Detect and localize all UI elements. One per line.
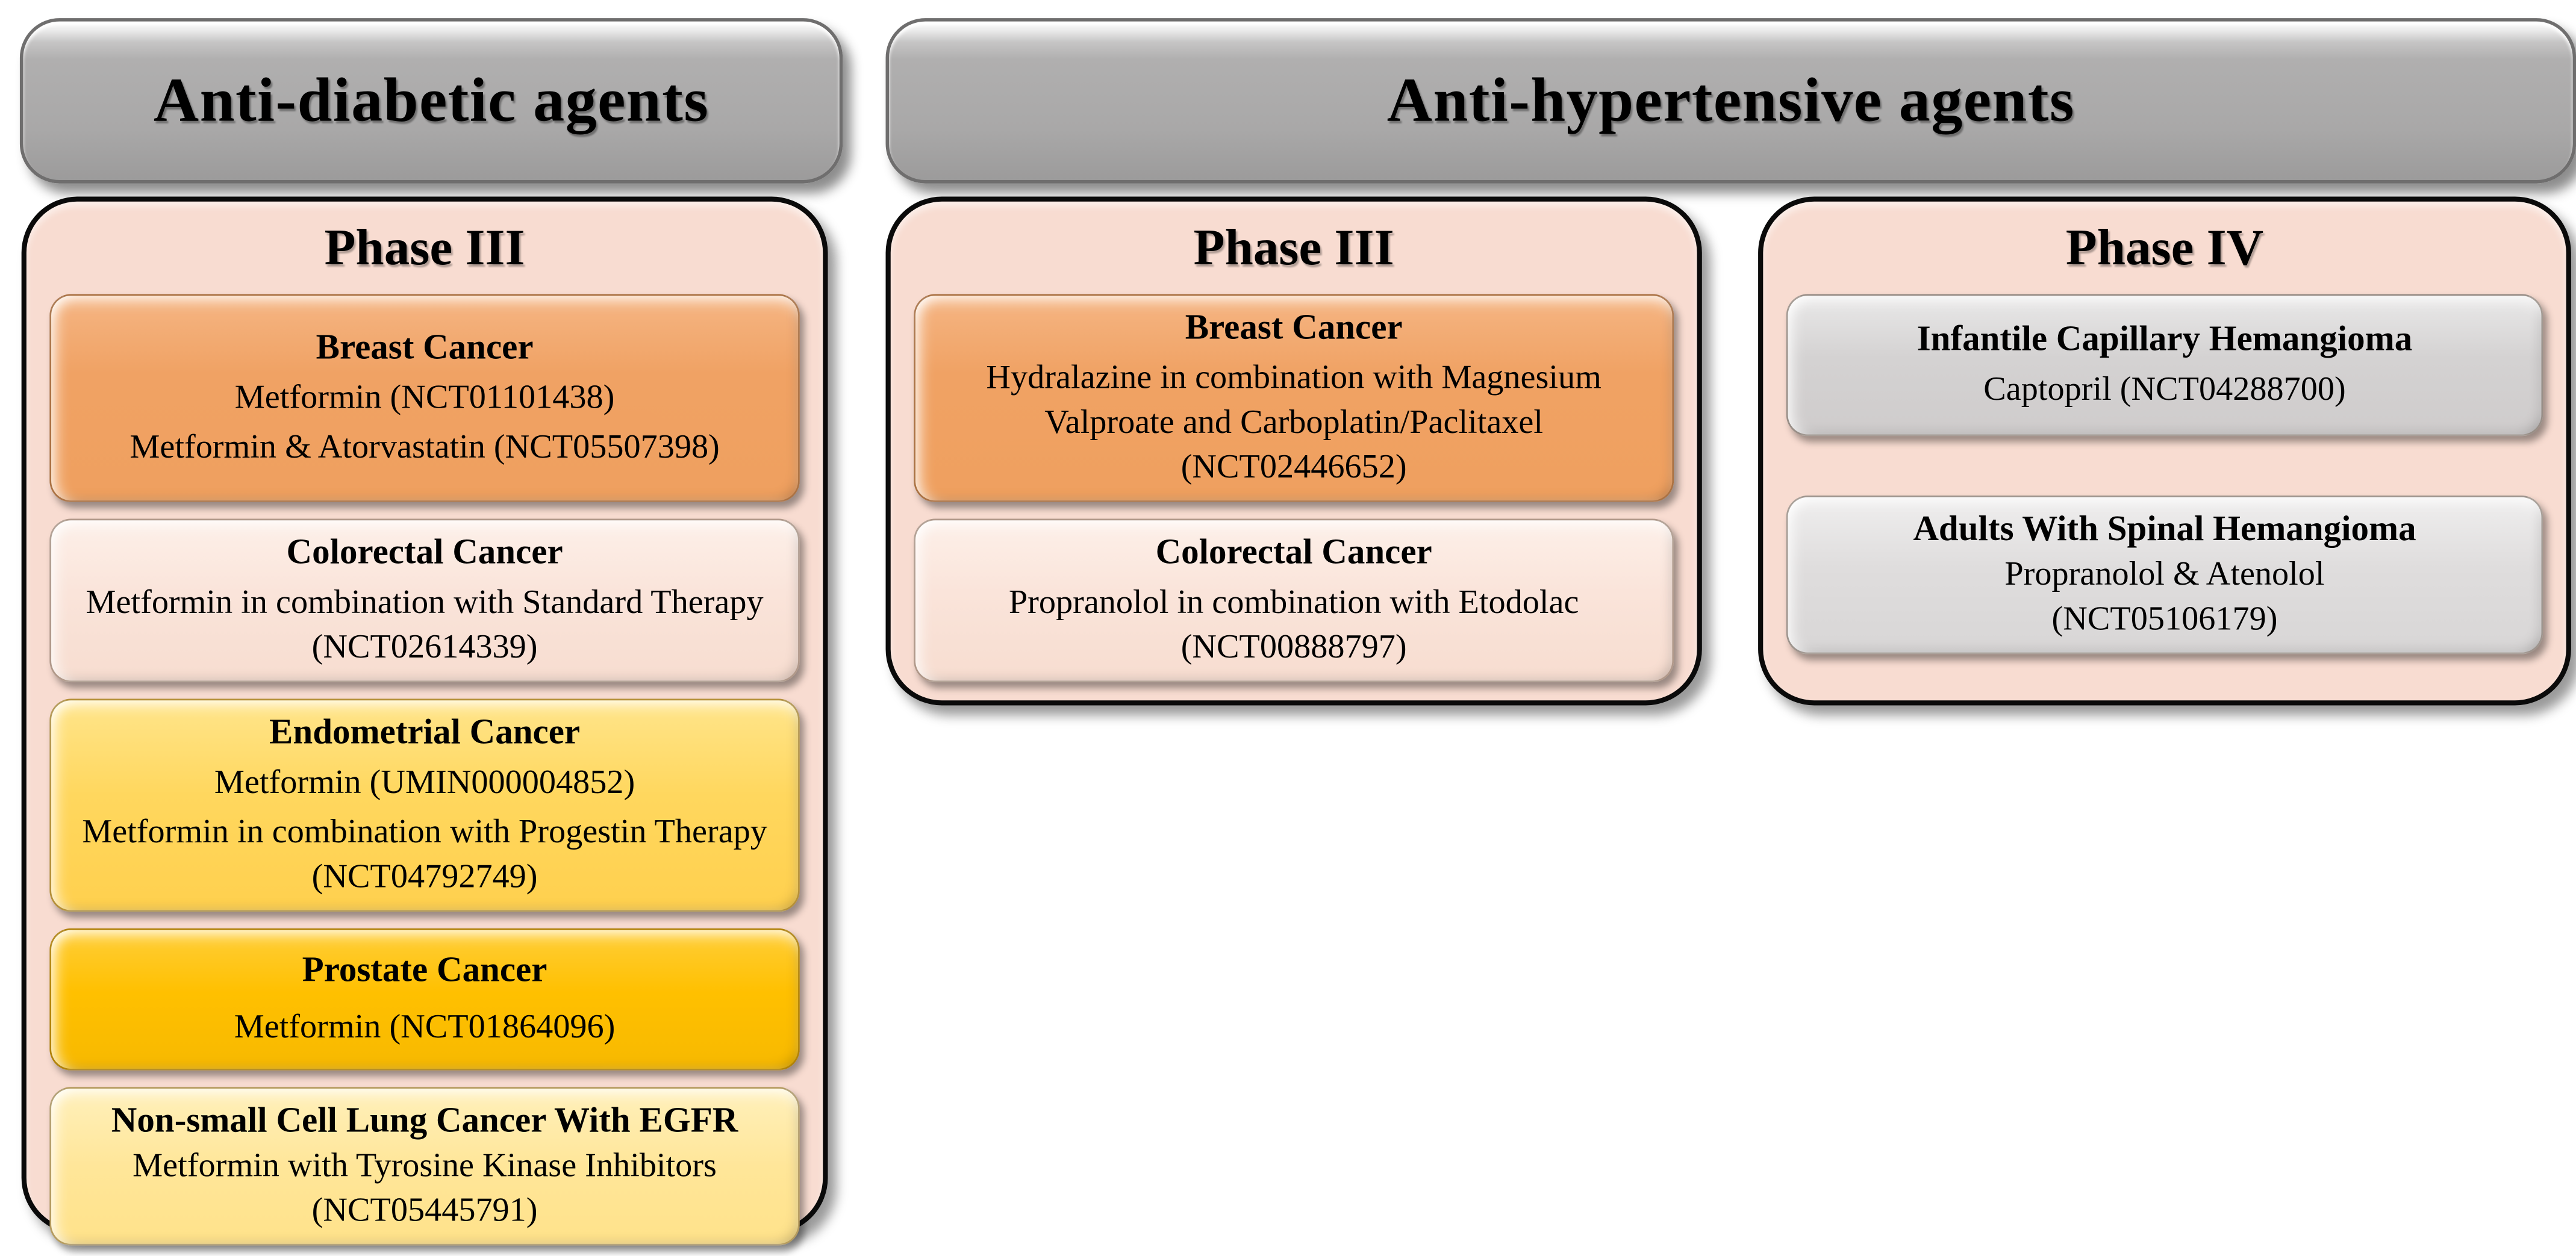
trial-line: (NCT05106179) xyxy=(2051,601,2278,638)
trial-box-breast-cancer: Breast Cancer Metformin (NCT01101438) Me… xyxy=(49,294,800,503)
header-label: Anti-hypertensive agents xyxy=(1386,66,2075,135)
header-anti-hypertensive-agents: Anti-hypertensive agents xyxy=(885,18,2576,184)
trial-box-colorectal-cancer: Colorectal Cancer Metformin in combinati… xyxy=(49,518,800,683)
panel-anti-diabetic-phase-3: Phase III Breast Cancer Metformin (NCT01… xyxy=(21,196,828,1246)
trial-box-title: Non-small Cell Lung Cancer With EGFR xyxy=(111,1100,738,1140)
trial-line: Propranolol in combination with Etodolac… xyxy=(1008,585,1579,666)
trial-box-title: Colorectal Cancer xyxy=(286,532,563,572)
trial-box-title: Adults With Spinal Hemangioma xyxy=(1913,508,2416,549)
trial-box-breast-cancer: Breast Cancer Hydralazine in combination… xyxy=(914,294,1674,503)
panel-anti-hypertensive-phase-4: Phase IV Infantile Capillary Hemangioma … xyxy=(1758,196,2571,706)
trial-box-title: Infantile Capillary Hemangioma xyxy=(1916,319,2413,359)
trial-box-infantile-capillary-hemangioma: Infantile Capillary Hemangioma Captopril… xyxy=(1786,294,2543,437)
trial-box-title: Breast Cancer xyxy=(316,327,534,367)
trial-line: Metformin (NCT01864096) xyxy=(234,1010,616,1046)
trial-line: Metformin with Tyrosine Kinase Inhibitor… xyxy=(133,1148,717,1185)
trial-line: (NCT05445791) xyxy=(311,1193,538,1230)
trial-line: Metformin (UMIN000004852) xyxy=(214,765,635,801)
trial-line: Metformin in combination with Progestin … xyxy=(82,814,767,896)
trial-box-title: Breast Cancer xyxy=(1185,307,1403,347)
trial-line: Metformin & Atorvastatin (NCT05507398) xyxy=(129,429,720,466)
trial-box-prostate-cancer: Prostate Cancer Metformin (NCT01864096) xyxy=(49,928,800,1071)
trial-box-nsclc-egfr: Non-small Cell Lung Cancer With EGFR Met… xyxy=(49,1087,800,1246)
trial-box-title: Prostate Cancer xyxy=(302,949,547,989)
trial-line: Metformin (NCT01101438) xyxy=(234,379,615,417)
trial-line: Captopril (NCT04288700) xyxy=(1983,372,2346,408)
trial-box-endometrial-cancer: Endometrial Cancer Metformin (UMIN000004… xyxy=(49,698,800,912)
trial-box-adults-spinal-hemangioma: Adults With Spinal Hemangioma Propranolo… xyxy=(1786,496,2543,654)
trial-line: Hydralazine in combination with Magnesiu… xyxy=(986,359,1601,486)
phase-label: Phase IV xyxy=(2065,218,2264,276)
trial-line: Metformin in combination with Standard T… xyxy=(86,585,764,666)
panel-anti-hypertensive-phase-3: Phase III Breast Cancer Hydralazine in c… xyxy=(885,196,1702,706)
trial-box-colorectal-cancer: Colorectal Cancer Propranolol in combina… xyxy=(914,518,1674,683)
header-label: Anti-diabetic agents xyxy=(153,66,709,135)
trial-box-title: Endometrial Cancer xyxy=(269,712,581,752)
header-anti-diabetic-agents: Anti-diabetic agents xyxy=(19,18,843,184)
trial-line: Propranolol & Atenolol xyxy=(2004,556,2325,593)
phase-label: Phase III xyxy=(324,218,525,276)
phase-label: Phase III xyxy=(1193,218,1394,276)
trial-box-title: Colorectal Cancer xyxy=(1155,532,1432,572)
